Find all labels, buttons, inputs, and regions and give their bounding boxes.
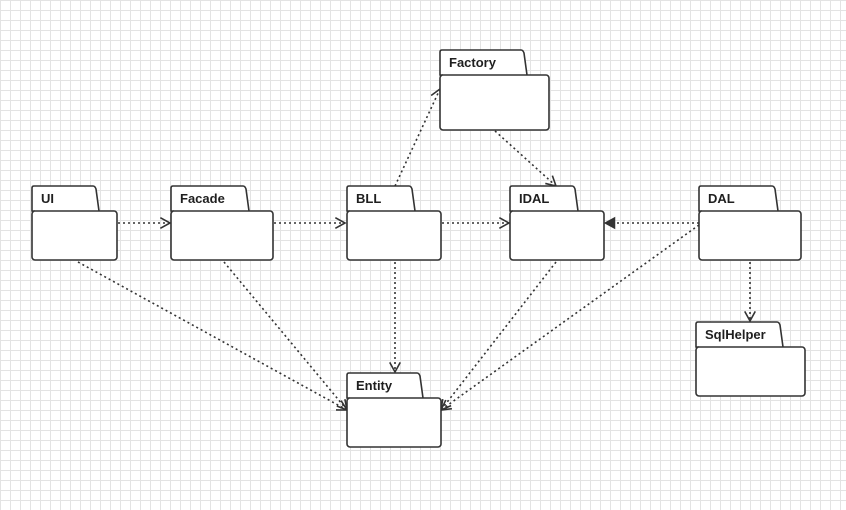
package-label: Facade: [180, 191, 225, 206]
package-tab: [509, 185, 579, 212]
package-dal[interactable]: DAL: [698, 185, 802, 261]
package-body: [698, 210, 802, 261]
package-tab: [170, 185, 250, 212]
dependency-line: [223, 261, 348, 411]
dependency-ui-to-entity: [77, 261, 349, 411]
package-ui[interactable]: UI: [31, 185, 118, 261]
package-tab: [31, 185, 100, 212]
package-facade[interactable]: Facade: [170, 185, 274, 261]
dependency-bll-to-idal: [442, 217, 511, 229]
package-factory[interactable]: Factory: [439, 49, 550, 131]
package-tab: [439, 49, 528, 76]
package-tab: [698, 185, 779, 212]
dependency-bll-to-entity: [389, 262, 401, 374]
package-tab: [695, 321, 784, 348]
dependency-facade-to-entity: [223, 261, 349, 412]
package-bll[interactable]: BLL: [346, 185, 442, 261]
package-sqlhelper[interactable]: SqlHelper: [695, 321, 806, 397]
package-label: UI: [41, 191, 54, 206]
package-label: Factory: [449, 55, 497, 70]
package-body: [509, 210, 605, 261]
arrowhead-open: [744, 310, 756, 323]
dependency-line: [494, 130, 557, 187]
arrowhead-open: [545, 175, 558, 188]
dependency-dal-to-idal: [603, 216, 699, 230]
package-body: [346, 397, 442, 448]
dependency-bll-to-factory: [394, 87, 442, 187]
dependency-dal-to-sqlhelper: [744, 262, 756, 323]
package-body: [346, 210, 442, 261]
package-idal[interactable]: IDAL: [509, 185, 605, 261]
dependency-line: [440, 261, 557, 411]
dependency-idal-to-entity: [439, 261, 557, 412]
arrowhead-filled: [603, 216, 616, 230]
package-label: SqlHelper: [705, 327, 766, 342]
arrowhead-open: [334, 217, 347, 229]
package-body: [695, 346, 806, 397]
package-body: [439, 74, 550, 131]
dependency-ui-to-facade: [118, 217, 172, 229]
dependency-facade-to-bll: [274, 217, 347, 229]
package-tab: [346, 372, 424, 399]
arrowhead-open: [389, 361, 401, 374]
arrowhead-open: [498, 217, 511, 229]
package-tab: [346, 185, 416, 212]
package-label: Entity: [356, 378, 393, 393]
package-label: IDAL: [519, 191, 549, 206]
arrowhead-open: [159, 217, 172, 229]
dependency-factory-to-idal: [494, 130, 558, 188]
dependency-line: [77, 261, 348, 411]
package-label: BLL: [356, 191, 381, 206]
package-label: DAL: [708, 191, 735, 206]
package-body: [170, 210, 274, 261]
package-entity[interactable]: Entity: [346, 372, 442, 448]
package-body: [31, 210, 118, 261]
dependency-line: [394, 88, 441, 187]
